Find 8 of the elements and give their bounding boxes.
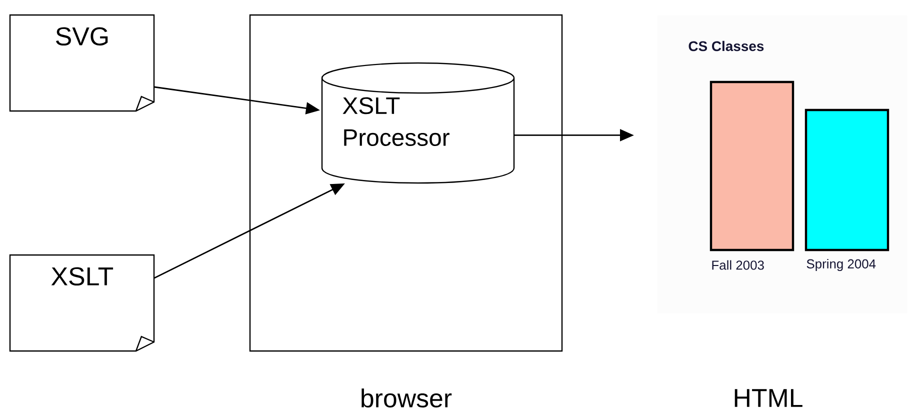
node-label: browser [362, 388, 452, 408]
label: HTML [734, 389, 802, 407]
document-label: SVG [56, 27, 108, 46]
processor-label: XSLT Processor [342, 97, 450, 146]
bar-label: Fall 2003 [712, 260, 764, 270]
bar-label: Spring 2004 [806, 258, 876, 272]
document-label: XSLT [51, 267, 114, 286]
chart-title: CS Classes [688, 40, 764, 52]
